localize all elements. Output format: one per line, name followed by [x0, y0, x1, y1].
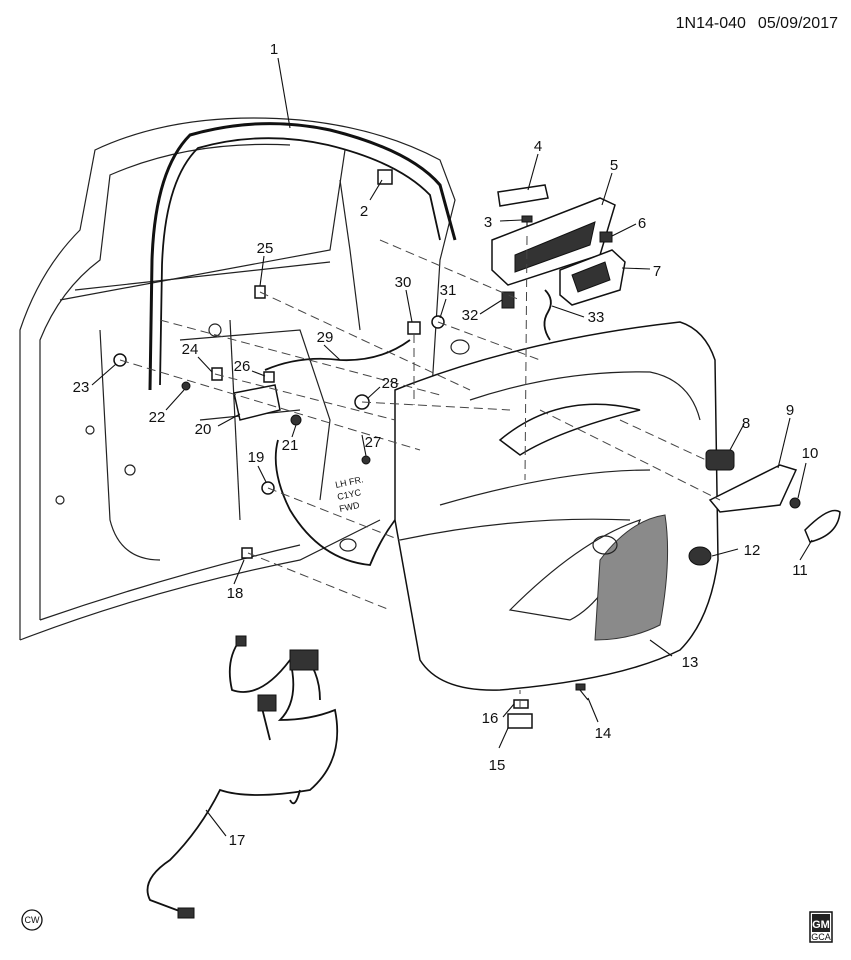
courtesy-lamp-lens	[513, 699, 529, 709]
callout-3: 3	[484, 214, 492, 231]
callout-32: 32	[462, 307, 479, 324]
courtesy-lamp	[507, 713, 533, 729]
callout-31: 31	[440, 282, 457, 299]
door-harness-loop	[274, 439, 396, 566]
callout-18: 18	[227, 585, 244, 602]
fastener-30	[407, 321, 421, 335]
callout-15: 15	[489, 757, 506, 774]
wiring-harness	[146, 635, 339, 919]
callout-10: 10	[802, 445, 819, 462]
svg-text:FWD: FWD	[338, 500, 361, 514]
svg-text:GM: GM	[812, 919, 830, 931]
panel-orientation-text: LH FR. C1YC FWD	[334, 474, 364, 514]
callout-21: 21	[282, 437, 299, 454]
gm-logo: GM GCA	[809, 911, 833, 943]
handle-screw	[789, 497, 801, 509]
harness-connector-end	[177, 907, 195, 919]
svg-text:GCA: GCA	[811, 932, 831, 942]
svg-text:CW: CW	[25, 915, 40, 925]
callout-16: 16	[482, 710, 499, 727]
switch-harness	[543, 289, 552, 341]
window-switch	[559, 249, 626, 306]
inside-handle	[708, 464, 798, 513]
callout-17: 17	[229, 832, 246, 849]
cw-stamp: CW	[21, 909, 43, 931]
handle-bracket	[705, 449, 735, 471]
callout-25: 25	[257, 240, 274, 257]
callout-8: 8	[742, 415, 750, 432]
callout-22: 22	[149, 409, 166, 426]
callout-28: 28	[382, 375, 399, 392]
window-frame-seal	[148, 122, 457, 391]
callout-12: 12	[744, 542, 761, 559]
callout-6: 6	[638, 215, 646, 232]
callout-24: 24	[182, 341, 199, 358]
door-frame	[19, 117, 470, 641]
harness-connector-main	[289, 649, 319, 671]
connector-clip	[501, 291, 515, 309]
callout-20: 20	[195, 421, 212, 438]
callout-2: 2	[360, 203, 368, 220]
fastener-18	[241, 547, 253, 559]
callouts: 1 2 3 4 5 6 7 8 9 10 11 12 13 14 15 16 1…	[73, 41, 819, 849]
fastener-22	[181, 381, 191, 391]
switch-bezel-cap	[497, 184, 549, 207]
callout-13: 13	[682, 654, 699, 671]
callout-30: 30	[395, 274, 412, 291]
bracket	[233, 384, 281, 421]
door-trim-panel	[394, 321, 719, 691]
leader-lines	[91, 57, 813, 837]
callout-7: 7	[653, 263, 661, 280]
bezel-clip	[599, 231, 613, 243]
callout-1: 1	[270, 41, 278, 58]
callout-29: 29	[317, 329, 334, 346]
plug	[688, 546, 712, 566]
callout-11: 11	[792, 562, 808, 579]
svg-text:C1YC: C1YC	[336, 487, 362, 502]
callout-27: 27	[365, 434, 382, 451]
callout-19: 19	[248, 449, 265, 466]
callout-4: 4	[534, 138, 542, 155]
callout-9: 9	[786, 402, 794, 419]
callout-14: 14	[595, 725, 612, 742]
fastener-21	[290, 414, 302, 426]
fastener-27	[361, 455, 371, 465]
callout-33: 33	[588, 309, 605, 326]
fastener-26	[263, 371, 275, 383]
seal-clip	[377, 169, 393, 185]
trim-screw	[575, 683, 589, 701]
harness-connector-side	[257, 694, 277, 712]
callout-23: 23	[73, 379, 90, 396]
handle-cap	[804, 509, 841, 543]
fasteners	[113, 285, 445, 559]
callout-5: 5	[610, 157, 618, 174]
callout-26: 26	[234, 358, 251, 375]
alignment-lines	[119, 235, 721, 708]
